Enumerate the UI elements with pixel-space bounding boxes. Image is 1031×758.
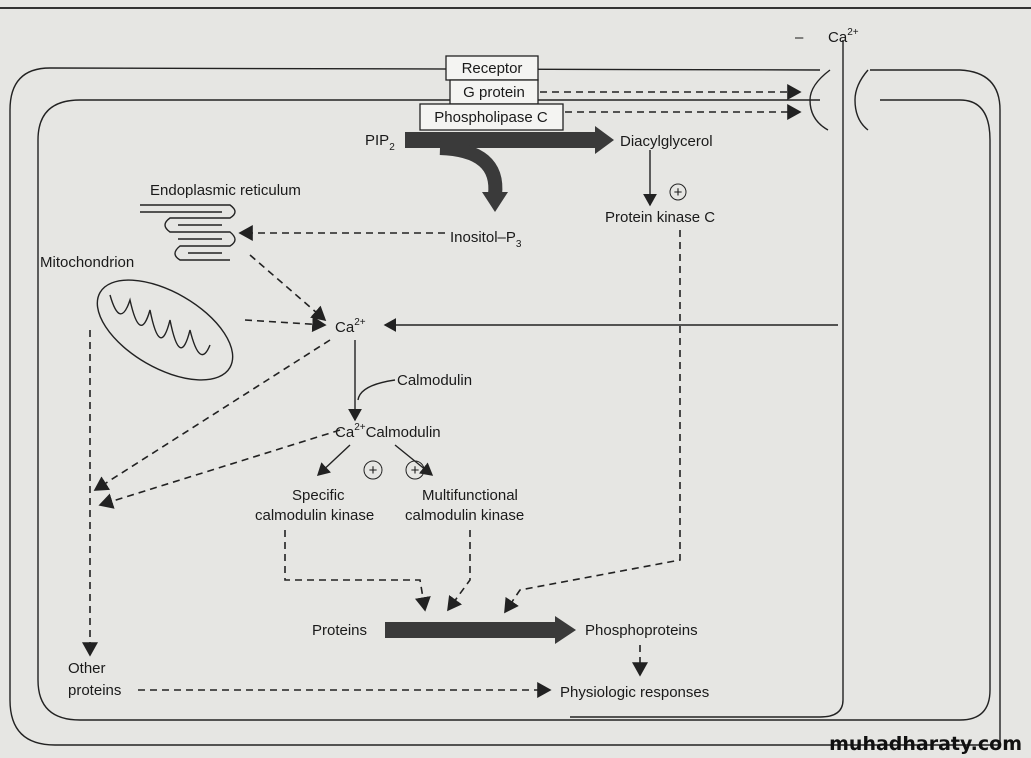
phospholipase-c-box [419,103,564,131]
proteins-label: Proteins [312,622,367,639]
ca-calmodulin-label: Ca2+Calmodulin [335,422,441,441]
ca-to-other-proteins-arrow [93,339,331,491]
watermark: muhadharaty.com [829,733,1022,755]
er-to-ca-arrow [249,254,327,322]
calcium-channel-left [809,69,831,131]
specific-kinase-label-1: Specific [292,487,345,504]
plus-icon [669,183,687,201]
extracellular-ca-label: Ca2+ [828,27,859,46]
pkc-to-phospho-arrow [504,230,681,614]
protein-kinase-c-label: Protein kinase C [605,209,715,226]
plus-icon [405,460,425,480]
pip2-to-ip3-arrow [439,141,503,196]
phosphoproteins-label: Phosphoproteins [585,622,698,639]
calcium-channel-right [854,69,869,131]
receptor-box [445,55,539,81]
cell-membrane-outer-right [870,69,1001,745]
inositol-p3-label: Inositol–P3 [450,229,522,250]
multifunctional-kinase-label-1: Multifunctional [422,487,518,504]
specific-kinase-label-2: calmodulin kinase [255,507,374,524]
physiologic-responses-label: Physiologic responses [560,684,709,701]
endoplasmic-reticulum-inner [140,211,222,254]
receptor-label: Receptor [462,60,523,77]
plus-icon [363,460,383,480]
calcium-line-bottom [570,699,844,718]
er-label: Endoplasmic reticulum [150,182,301,199]
other-proteins-label-1: Other [68,660,106,677]
to-multifunctional-kinase-arrow [394,444,434,476]
pip2-label: PIP2 [365,132,395,153]
mito-to-ca-arrow [244,316,327,333]
cell-membrane-inner [37,99,991,721]
calmodulin-label: Calmodulin [397,372,472,389]
mitochondrion-shape [96,279,234,381]
g-protein-label: G protein [463,84,525,101]
plus-label: + [369,462,378,479]
mitochondrion-label: Mitochondrion [40,254,134,271]
ca-label: Ca2+ [335,317,366,336]
plus-label: + [674,184,683,201]
minus-sign: – [795,29,804,46]
mitochondrion-cristae [109,294,211,356]
ca-calmodulin-to-other-arrow [98,429,341,509]
proteins-to-phosphoproteins-arrow [385,616,576,644]
calmodulin-join-line [357,379,396,401]
multifunctional-kinase-label-2: calmodulin kinase [405,507,524,524]
endoplasmic-reticulum-shape [140,204,236,261]
multi-kinase-to-phospho-arrow [447,530,471,612]
specific-kinase-to-phospho-arrow [284,530,431,612]
plus-label: + [411,462,420,479]
phospholipase-c-label: Phospholipase C [434,109,548,126]
ip3-arrowhead [482,192,508,212]
other-proteins-label-2: proteins [68,682,121,699]
cell-membrane-outer [9,67,1000,746]
to-specific-kinase-arrow [316,444,351,476]
diacylglycerol-label: Diacylglycerol [620,133,713,150]
